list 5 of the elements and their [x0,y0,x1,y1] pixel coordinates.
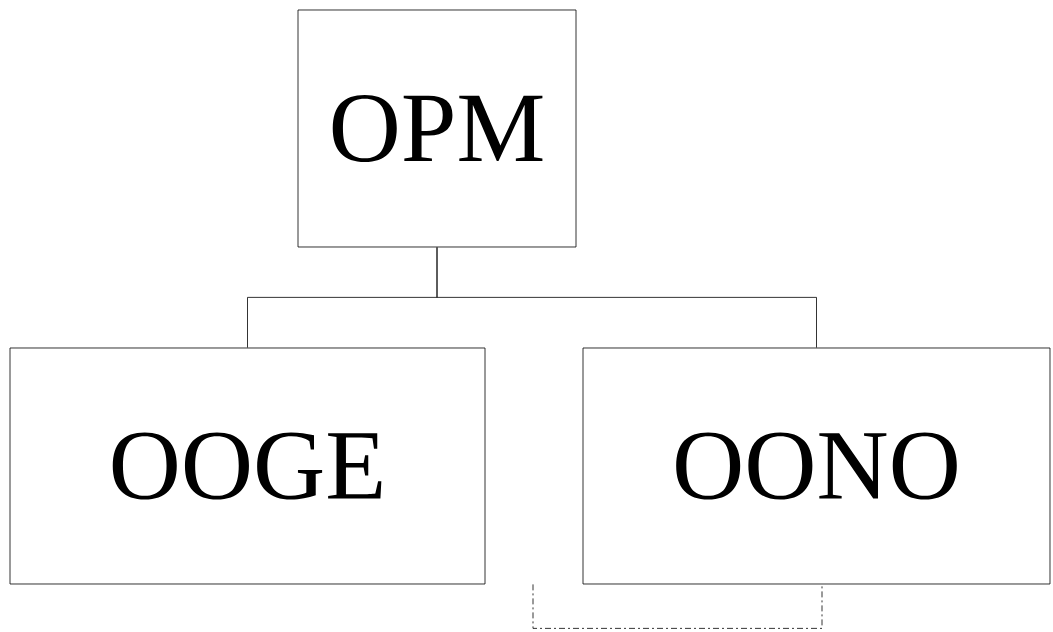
connector-line [532,584,823,629]
connector-line [436,247,817,348]
text-box: OONO [582,347,1051,585]
text-box: OOGE [9,347,486,585]
text-box: OPM [297,9,577,248]
